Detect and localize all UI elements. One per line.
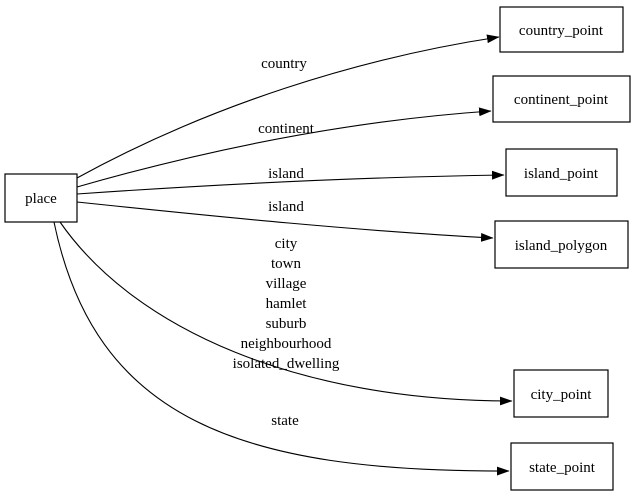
edge-label-island-1: island [268,166,304,182]
node-box-island-polygon [494,220,629,269]
edge-label-country: country [261,56,307,72]
edge-place-island-polygon [76,201,494,242]
node-label-continent-point: continent_point [514,92,609,108]
edge-label-hamlet: hamlet [266,296,308,312]
edge-place-continent-point [76,107,492,188]
node-label-place: place [25,191,57,207]
edge-place-state-point [53,221,510,476]
node-island-polygon: island_polygon [494,220,629,269]
nodes: place country_point continent_point isla… [4,6,631,491]
edge-place-city-point [59,221,513,406]
node-label-country-point: country_point [519,23,604,39]
edge-label-neighbourhood: neighbourhood [241,336,332,352]
edge-label-village: village [266,276,307,292]
node-label-island-point: island_point [524,166,599,182]
node-island-point: island_point [505,148,618,197]
node-place: place [4,173,78,223]
node-continent-point: continent_point [492,75,631,123]
edge-place-country-point [76,34,500,179]
node-box-place [4,173,78,223]
edge-label-suburb: suburb [266,316,307,332]
node-box-city-point [513,369,609,418]
edge-label-isolated-dwelling: isolated_dwelling [233,356,340,372]
node-label-city-point: city_point [531,387,593,403]
edge-labels: country continent island island city tow… [233,56,340,429]
edge-label-city-multiline: city town village hamlet suburb neighbou… [233,236,340,372]
node-box-state-point [510,442,614,491]
edge-label-state: state [271,413,299,429]
edges [53,34,513,476]
edge-label-island-2: island [268,199,304,215]
node-box-country-point [499,6,624,53]
node-label-state-point: state_point [529,460,596,476]
edge-place-island-point [76,170,505,195]
edge-label-town: town [271,256,302,272]
edge-label-continent: continent [258,121,315,137]
node-country-point: country_point [499,6,624,53]
edge-label-city: city [275,236,298,252]
node-box-continent-point [492,75,631,123]
node-city-point: city_point [513,369,609,418]
node-state-point: state_point [510,442,614,491]
node-box-island-point [505,148,618,197]
node-label-island-polygon: island_polygon [515,238,608,254]
